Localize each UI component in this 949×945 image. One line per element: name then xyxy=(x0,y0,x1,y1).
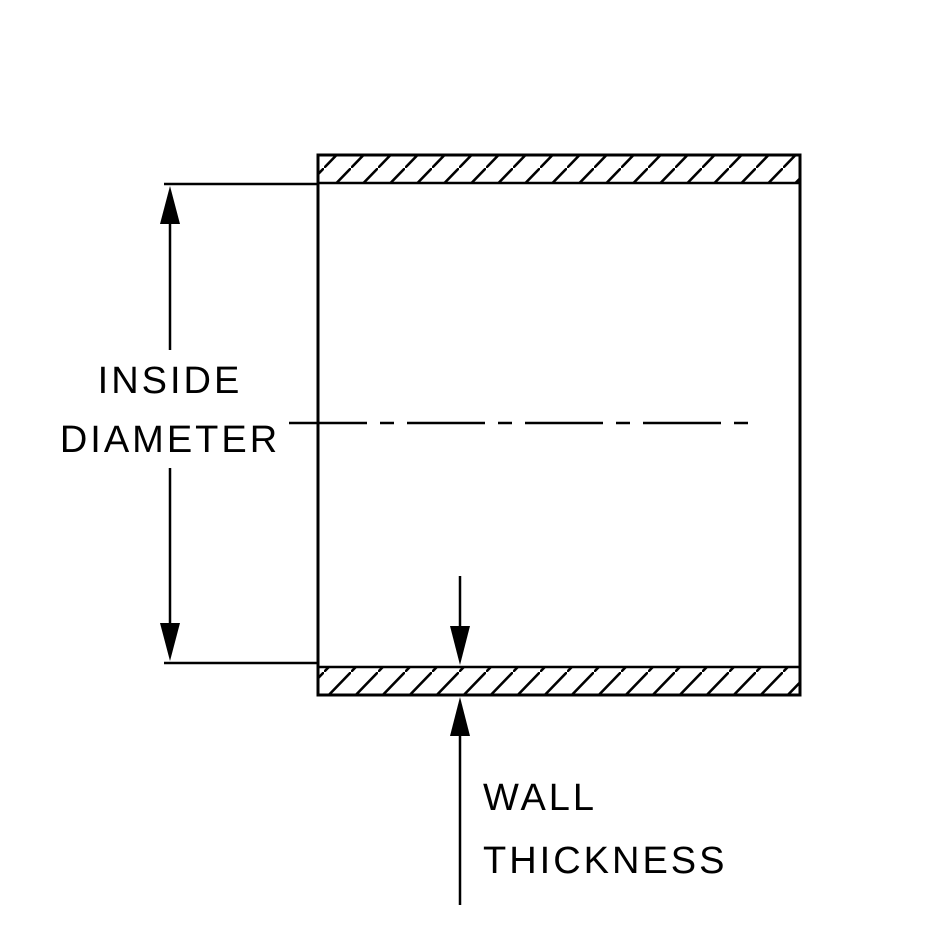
arrowhead-down-icon xyxy=(160,623,180,661)
inside-diameter-label-line1: INSIDE xyxy=(98,360,243,402)
wall-thickness-label-line1: WALL xyxy=(483,777,597,819)
bottom-wall-hatch xyxy=(318,667,800,695)
arrowhead-up-icon xyxy=(160,186,180,224)
inside-diameter-label-line2: DIAMETER xyxy=(60,419,280,461)
tube-outline xyxy=(316,153,802,697)
top-wall-hatch xyxy=(318,155,800,183)
wall-thickness-label-line2: THICKNESS xyxy=(483,840,727,882)
arrowhead-up-icon xyxy=(450,697,470,736)
arrowhead-down-icon xyxy=(450,626,470,665)
